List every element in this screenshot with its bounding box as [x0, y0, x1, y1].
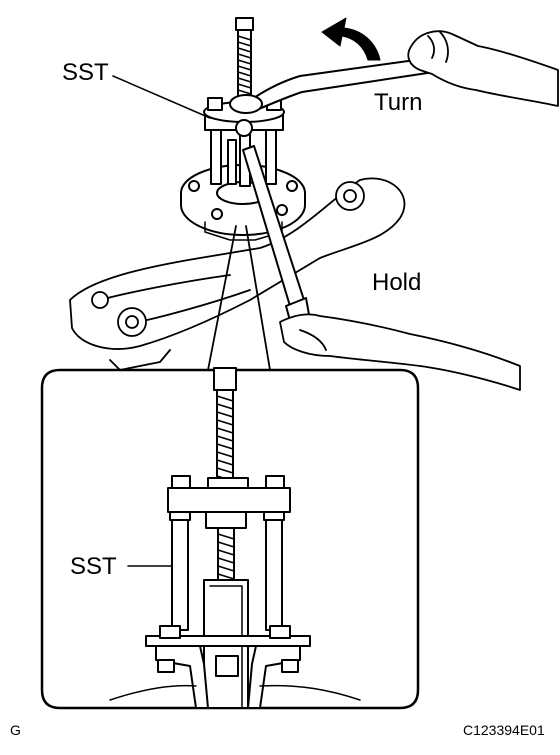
turn-arrow-icon [321, 17, 381, 61]
label-sst-detail: SST [70, 553, 117, 580]
detail-puller-plate [167, 475, 291, 513]
detail-flange [109, 625, 361, 709]
detail-callout-lines [207, 225, 271, 371]
sst-center-bolt [235, 17, 254, 103]
detail-center-bolt [213, 367, 237, 487]
hand-holding [279, 313, 521, 391]
corner-letter: G [10, 722, 21, 738]
figure-code: C123394E01 [463, 722, 545, 738]
suspension-arm [69, 177, 406, 371]
detail-inset [40, 367, 420, 710]
hand-turning [407, 30, 559, 107]
sst-puller-body [203, 97, 285, 137]
sst-top-leader [112, 75, 211, 119]
label-sst-top: SST [62, 59, 109, 86]
label-turn: Turn [374, 89, 422, 116]
label-hold: Hold [372, 269, 421, 296]
